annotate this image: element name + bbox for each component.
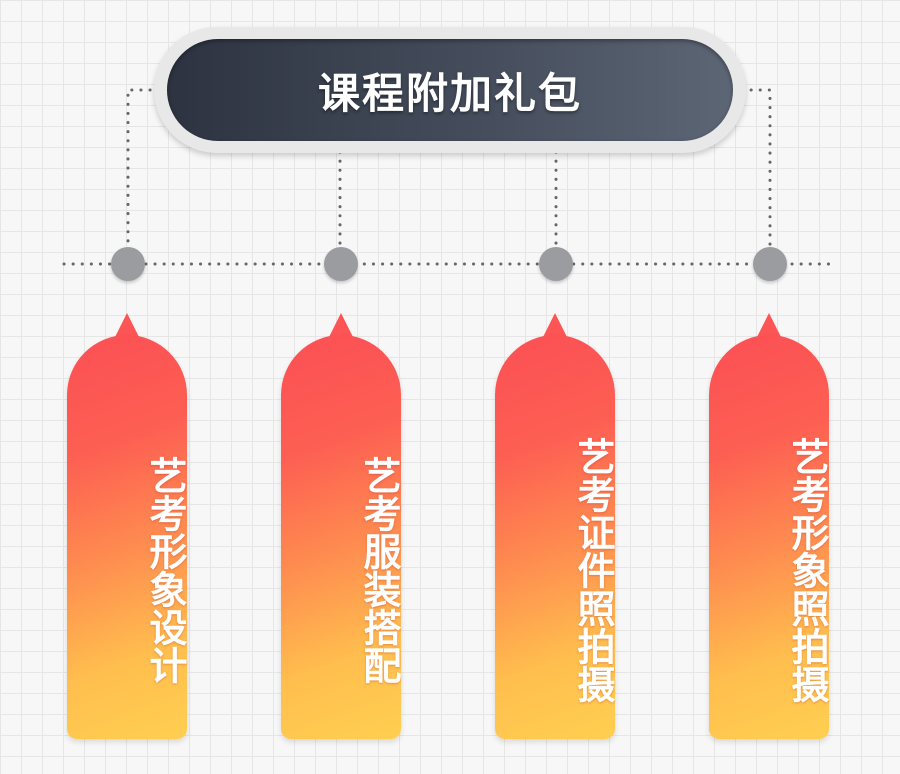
card-image-design: 艺考形象设计: [67, 313, 187, 739]
node-dot-4: [753, 247, 787, 281]
card-body: 艺考形象照拍摄: [709, 335, 829, 739]
title-banner-inner: 课程附加礼包: [167, 39, 733, 141]
card-body: 艺考形象设计: [67, 335, 187, 739]
left-bracket-line: [126, 88, 160, 252]
card-pointer: [328, 313, 354, 339]
card-portrait-photo: 艺考形象照拍摄: [709, 313, 829, 739]
node-dot-1: [111, 247, 145, 281]
card-outfit-matching: 艺考服装搭配: [281, 313, 401, 739]
card-id-photo: 艺考证件照拍摄: [495, 313, 615, 739]
card-label: 艺考形象照拍摄: [785, 437, 829, 703]
card-pointer: [542, 313, 568, 339]
card-body: 艺考证件照拍摄: [495, 335, 615, 739]
card-label: 艺考形象设计: [143, 456, 187, 684]
node-dot-2: [324, 247, 358, 281]
card-label: 艺考服装搭配: [357, 456, 401, 684]
page-title: 课程附加礼包: [317, 68, 582, 118]
right-bracket-line: [740, 88, 772, 252]
node-dot-3: [539, 247, 573, 281]
card-pointer: [756, 313, 782, 339]
title-banner: 课程附加礼包: [154, 27, 746, 153]
card-label: 艺考证件照拍摄: [571, 437, 615, 703]
card-pointer: [114, 313, 140, 339]
card-body: 艺考服装搭配: [281, 335, 401, 739]
